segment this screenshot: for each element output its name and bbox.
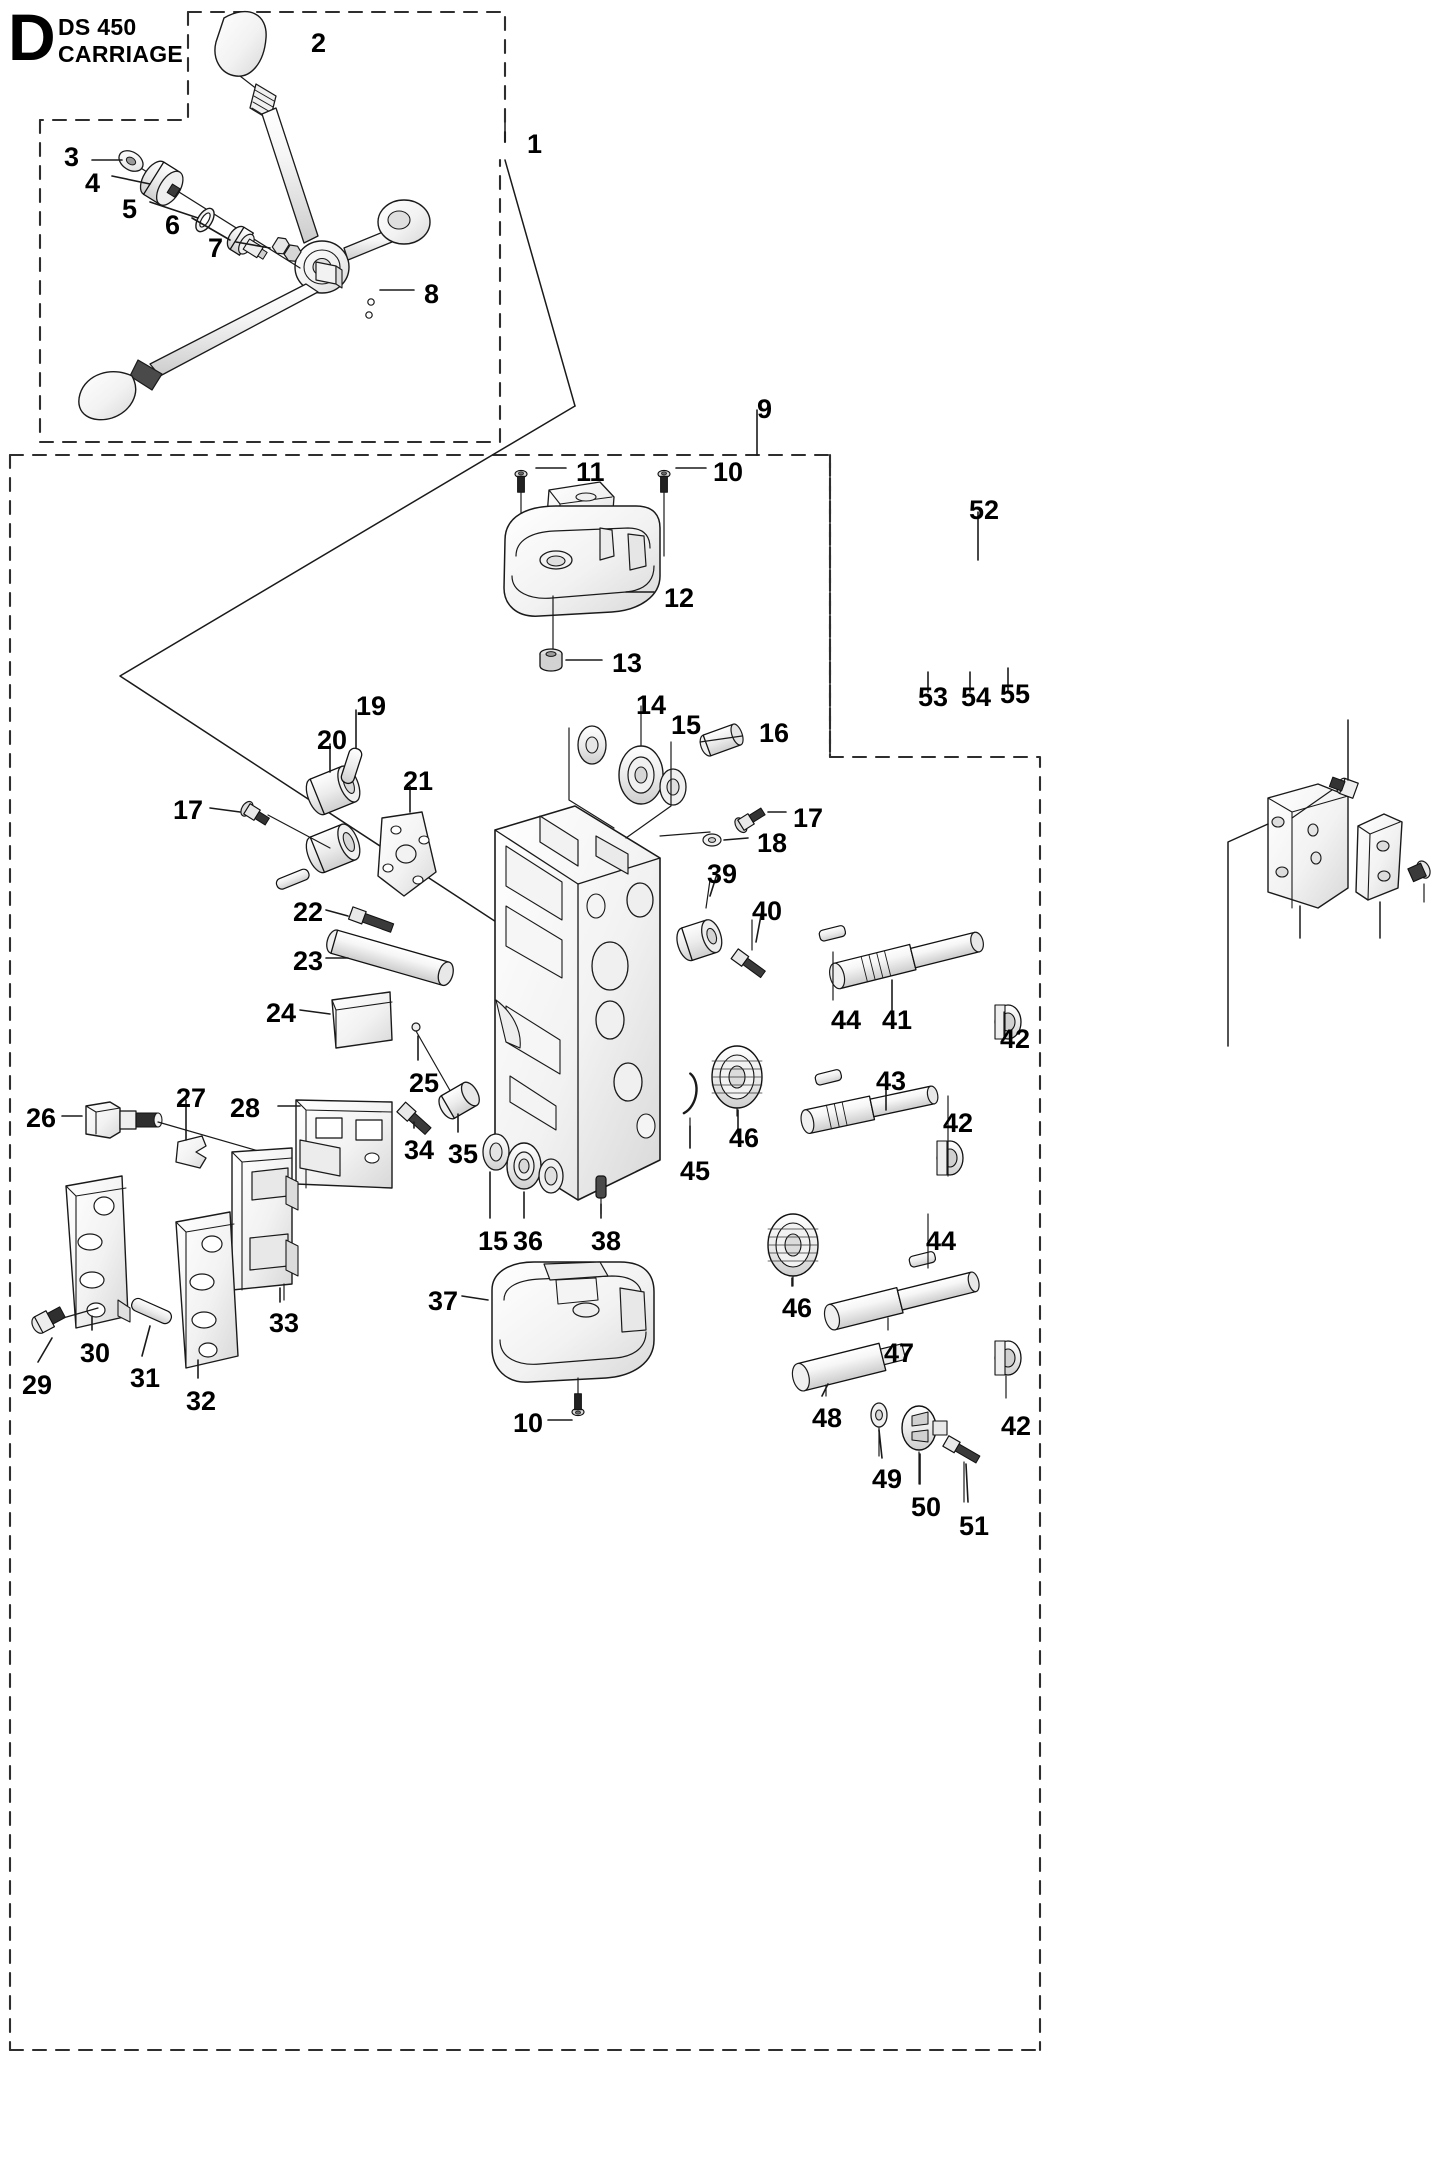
callout-19: 19 <box>356 691 387 721</box>
callout-35: 35 <box>448 1139 479 1169</box>
callout-48: 48 <box>812 1403 843 1433</box>
callout-44: 44 <box>831 1005 862 1035</box>
callout-52: 52 <box>969 495 1000 525</box>
callout-27: 27 <box>176 1083 207 1113</box>
callout-23: 23 <box>293 946 324 976</box>
section-letter: D <box>8 0 56 74</box>
callout-44: 44 <box>926 1226 957 1256</box>
callout-46: 46 <box>729 1123 760 1153</box>
callout-41: 41 <box>882 1005 913 1035</box>
callout-16: 16 <box>759 718 790 748</box>
callout-4: 4 <box>85 168 101 198</box>
callout-15: 15 <box>671 710 702 740</box>
callout-31: 31 <box>130 1363 161 1393</box>
callout-39: 39 <box>707 859 738 889</box>
callout-10: 10 <box>513 1408 544 1438</box>
callout-45: 45 <box>680 1156 711 1186</box>
callout-8: 8 <box>424 279 440 309</box>
callout-1: 1 <box>527 129 543 159</box>
callout-10: 10 <box>713 457 744 487</box>
callout-12: 12 <box>664 583 695 613</box>
callout-13: 13 <box>612 648 643 678</box>
callout-54: 54 <box>961 682 992 712</box>
callout-2: 2 <box>311 28 327 58</box>
callout-55: 55 <box>1000 679 1031 709</box>
callout-33: 33 <box>269 1308 300 1338</box>
callout-24: 24 <box>266 998 297 1028</box>
callout-36: 36 <box>513 1226 544 1256</box>
callout-22: 22 <box>293 897 324 927</box>
callout-30: 30 <box>80 1338 111 1368</box>
page-title: DS 450 CARRIAGE <box>58 14 184 67</box>
callout-51: 51 <box>959 1511 990 1541</box>
callout-28: 28 <box>230 1093 261 1123</box>
callout-25: 25 <box>409 1068 440 1098</box>
callout-47: 47 <box>884 1338 915 1368</box>
callout-21: 21 <box>403 766 434 796</box>
callout-50: 50 <box>911 1492 942 1522</box>
callout-6: 6 <box>165 210 181 240</box>
callout-42: 42 <box>1001 1411 1032 1441</box>
callout-5: 5 <box>122 194 138 224</box>
callout-29: 29 <box>22 1370 53 1400</box>
callout-43: 43 <box>876 1066 907 1096</box>
callout-9: 9 <box>757 394 773 424</box>
callout-14: 14 <box>636 690 667 720</box>
callout-53: 53 <box>918 682 949 712</box>
callout-3: 3 <box>64 142 80 172</box>
callout-17: 17 <box>793 803 824 833</box>
callout-49: 49 <box>872 1464 903 1494</box>
callout-17: 17 <box>173 795 204 825</box>
callout-38: 38 <box>591 1226 622 1256</box>
callout-11: 11 <box>576 457 605 487</box>
callout-42: 42 <box>1000 1024 1031 1054</box>
callout-40: 40 <box>752 896 783 926</box>
callout-46: 46 <box>782 1293 813 1323</box>
callout-7: 7 <box>208 233 224 263</box>
callout-15: 15 <box>478 1226 509 1256</box>
callout-18: 18 <box>757 828 788 858</box>
callout-42: 42 <box>943 1108 974 1138</box>
callout-20: 20 <box>317 725 348 755</box>
callout-26: 26 <box>26 1103 57 1133</box>
callout-37: 37 <box>428 1286 459 1316</box>
callout-32: 32 <box>186 1386 217 1416</box>
callout-34: 34 <box>404 1135 435 1165</box>
